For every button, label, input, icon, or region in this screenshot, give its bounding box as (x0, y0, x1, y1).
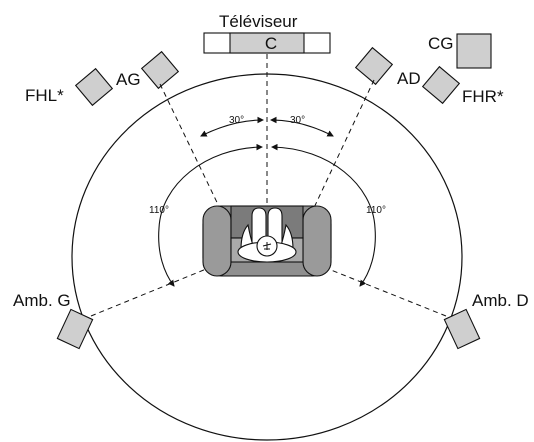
surround-left-speaker-group (56, 308, 94, 350)
subwoofer-speaker (456, 33, 492, 69)
front-right-angle-label: 30° (290, 115, 305, 126)
television (203, 32, 331, 54)
listener-right-arm (279, 223, 294, 250)
front-angle-arc-left (200, 116, 264, 137)
front-high-left-speaker (74, 67, 114, 107)
sofa-left-arm (202, 205, 232, 277)
front-left-speaker (140, 50, 180, 90)
sofa-right-arm (302, 205, 332, 277)
tv-label: Téléviseur (219, 12, 298, 31)
front-right-speaker (354, 46, 394, 86)
surround-angle-arc-right (271, 143, 376, 287)
front-left-angle-label: 30° (229, 115, 244, 126)
listener-hair-mark (262, 242, 272, 250)
front-angle-arc-right (270, 116, 334, 137)
surround-right-speaker-group (443, 308, 481, 350)
center-speaker-label: C (265, 34, 277, 53)
surround-right-angle-label: 110° (366, 205, 386, 216)
surround-right-label: Amb. D (472, 291, 529, 310)
surround-left-label: Amb. G (13, 291, 71, 310)
front-left-guide-line (159, 83, 239, 247)
listener-left-arm (240, 223, 255, 250)
center-speaker (229, 32, 305, 54)
front-high-right-speaker (421, 65, 461, 105)
sofa-back (230, 205, 304, 239)
surround-angle-arc-left (158, 143, 263, 287)
front-left-label: AG (116, 70, 141, 89)
front-high-left-speaker-group (74, 67, 114, 107)
subwoofer-label: CG (428, 34, 454, 53)
front-right-label: AD (397, 69, 421, 88)
front-left-speaker-group (140, 50, 180, 90)
listener-icon (237, 207, 297, 263)
surround-right-speaker (443, 308, 481, 350)
front-high-right-speaker-group (421, 65, 461, 105)
front-right-speaker-group (354, 46, 394, 86)
front-high-right-label: FHR* (462, 87, 504, 106)
surround-left-speaker (56, 308, 94, 350)
surround-left-angle-label: 110° (149, 205, 169, 216)
front-high-left-label: FHL* (25, 86, 64, 105)
